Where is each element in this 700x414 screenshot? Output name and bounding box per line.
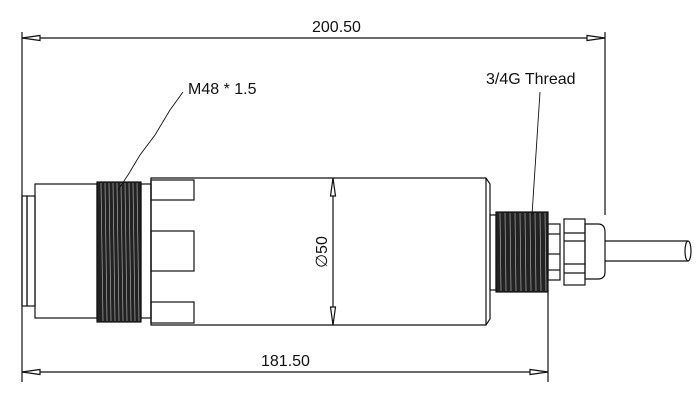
rear-thread (495, 211, 549, 293)
front-thread-label: M48 * 1.5 (188, 81, 257, 98)
leader-front-thread (117, 91, 184, 191)
diameter-dimension (329, 177, 337, 326)
thread-collar (140, 183, 152, 319)
main-body (150, 177, 491, 326)
cable-gland-nut (563, 218, 586, 286)
rear-thread-label: 3/4G Thread (486, 71, 576, 88)
rear-neck (489, 214, 497, 291)
front-thread (96, 181, 142, 323)
leader-rear-thread (531, 91, 541, 216)
front-cap (21, 195, 36, 307)
overall-length-dimension (21, 34, 606, 42)
overall-length-label: 200.50 (312, 19, 361, 36)
diameter-label: ∅50 (314, 236, 331, 268)
body-length-dimension (21, 368, 549, 376)
body-length-label: 181.50 (261, 353, 310, 370)
cable (605, 240, 692, 262)
lock-nut (547, 223, 561, 281)
cable-gland-dome (584, 223, 606, 280)
front-body (34, 183, 98, 319)
